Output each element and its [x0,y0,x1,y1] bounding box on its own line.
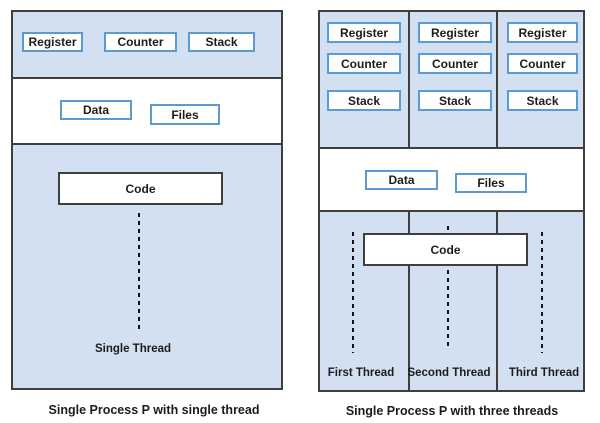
process-diagram-multi-thread: Register Counter Stack Register Counter … [318,10,585,392]
register-box: Register [327,22,401,43]
register-box: Register [22,32,83,52]
thread-label: Third Thread [508,367,580,379]
register-box: Register [507,22,578,43]
files-box: Files [150,104,220,125]
section-data-files [13,79,281,145]
thread-label: First Thread [327,367,395,379]
stack-box: Stack [188,32,255,52]
thread-label: Second Thread [407,367,491,379]
single-thread-dashed-line [138,213,140,333]
data-box: Data [60,100,132,120]
section-data-files [320,149,583,212]
register-box: Register [418,22,492,43]
data-box: Data [365,170,438,190]
counter-box: Counter [104,32,177,52]
process-diagram-single-thread: Register Counter Stack Data Files Code S… [11,10,283,390]
stack-box: Stack [327,90,401,111]
counter-box: Counter [507,53,578,74]
counter-box: Counter [327,53,401,74]
code-box: Code [363,233,528,266]
stack-box: Stack [507,90,578,111]
diagram-caption-single: Single Process P with single thread [48,403,260,417]
third-thread-dashed-line [541,232,543,353]
stack-box: Stack [418,90,492,111]
thread-label: Single Thread [94,343,172,355]
first-thread-dashed-line [352,232,354,353]
files-box: Files [455,173,527,193]
second-thread-dashed-line [447,226,449,233]
counter-box: Counter [418,53,492,74]
second-thread-dashed-line [447,270,449,348]
column-divider [496,212,498,390]
column-divider [496,12,498,147]
column-divider [408,212,410,390]
code-box: Code [58,172,223,205]
column-divider [408,12,410,147]
diagram-caption-multi: Single Process P with three threads [345,404,559,418]
